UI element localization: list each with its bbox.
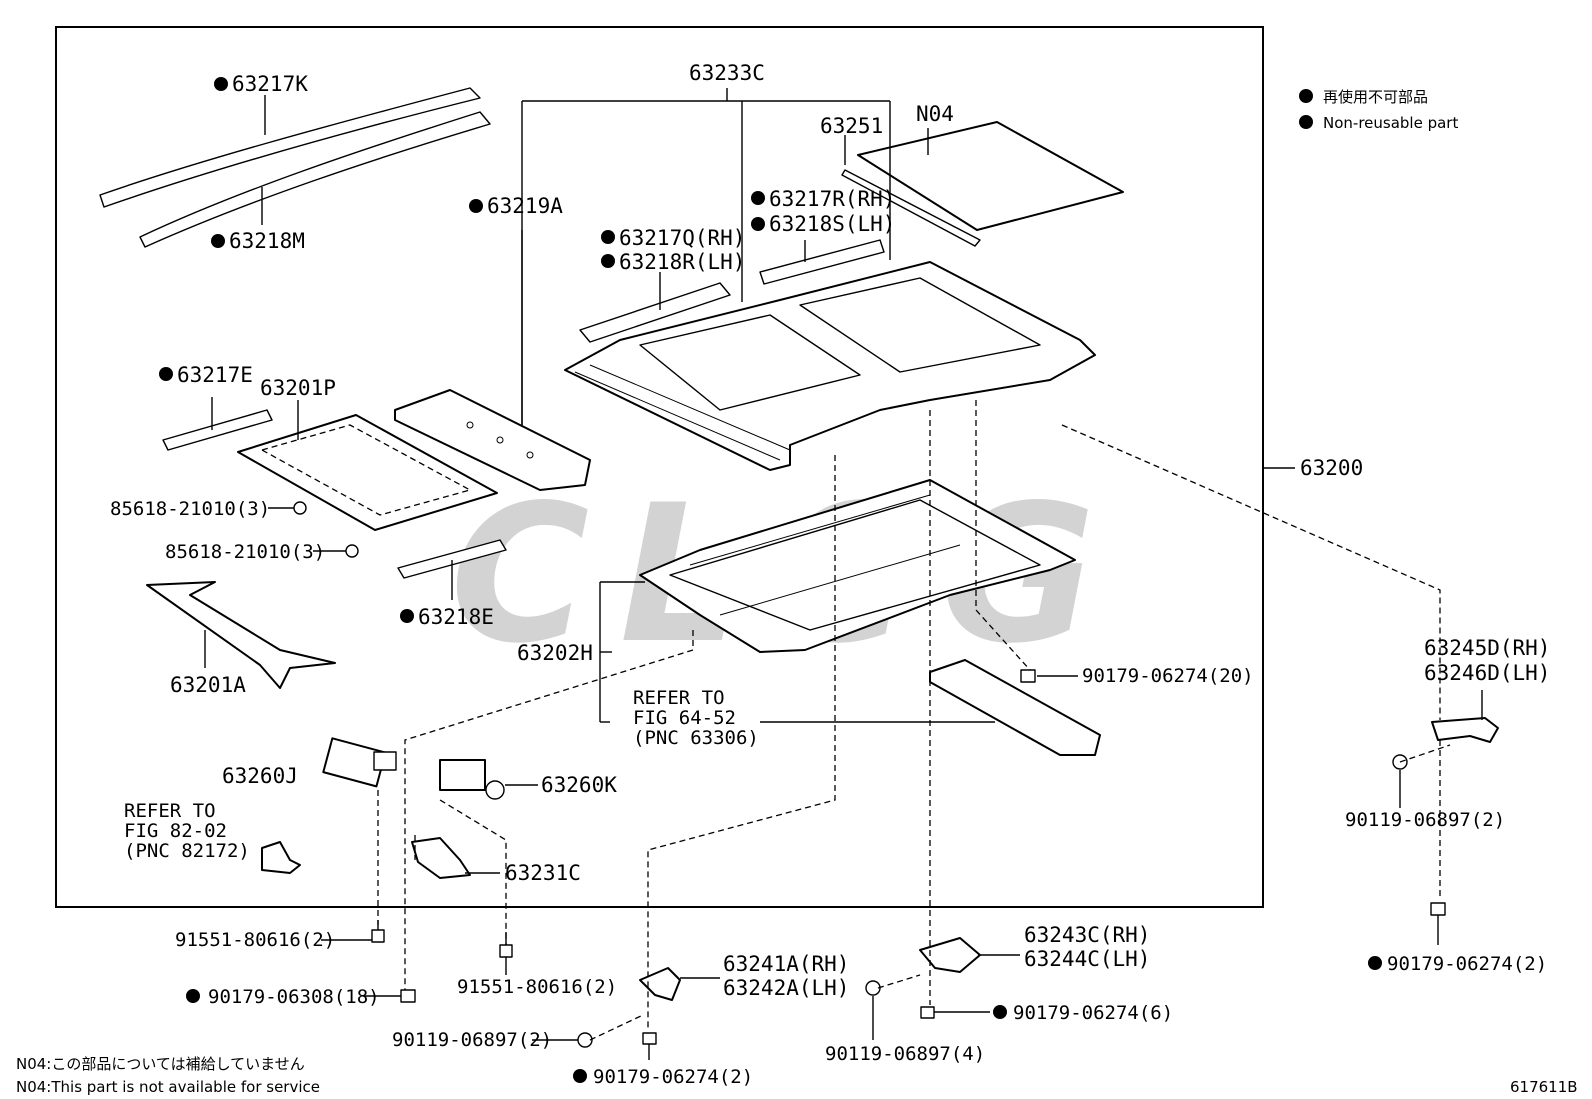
part-63218E-drawing[interactable]	[397, 539, 507, 579]
label-63260K[interactable]: 63260K	[541, 773, 617, 797]
assembly-frame-box	[55, 26, 1264, 908]
label-63244C-LH[interactable]: 63244C(LH)	[1024, 947, 1150, 971]
part-63217E-drawing[interactable]	[162, 409, 273, 451]
label-90179-bottom[interactable]: 90179-06274(2)	[593, 1066, 753, 1088]
non-reusable-markers	[159, 77, 1382, 1083]
footer-notes: N04:この部品については補給していません N04:This part is n…	[16, 1055, 320, 1096]
label-63217Q-RH[interactable]: 63217Q(RH)	[619, 226, 745, 250]
label-90119-bottom[interactable]: 90119-06897(2)	[392, 1029, 552, 1051]
label-63218E[interactable]: 63218E	[418, 605, 494, 629]
nut-90179-20-icon[interactable]	[1020, 669, 1036, 683]
refer-82-02-line3: (PNC 82172)	[124, 840, 250, 862]
part-63245D-bracket-drawing[interactable]	[1431, 717, 1499, 743]
label-91551-middle[interactable]: 91551-80616(2)	[457, 976, 617, 998]
nut-90179-6-icon[interactable]	[920, 1006, 935, 1019]
part-63260K-motor-drawing[interactable]	[439, 759, 505, 800]
label-63260J[interactable]: 63260J	[222, 764, 298, 788]
label-63233C[interactable]: 63233C	[689, 61, 765, 85]
label-90179-6[interactable]: 90179-06274(6)	[1013, 1002, 1173, 1024]
figure-id: 617611B	[1510, 1078, 1578, 1096]
legend-en: Non-reusable part	[1323, 114, 1458, 132]
part-63260J-motor-drawing[interactable]	[322, 737, 397, 788]
label-63217E[interactable]: 63217E	[177, 363, 253, 387]
label-90179-right[interactable]: 90179-06274(2)	[1387, 953, 1547, 975]
label-63231C[interactable]: 63231C	[505, 861, 581, 885]
label-63201P[interactable]: 63201P	[260, 376, 336, 400]
label-63242A-LH[interactable]: 63242A(LH)	[723, 976, 849, 1000]
refer-64-52-line3: (PNC 63306)	[633, 727, 759, 749]
part-63231C-bracket-drawing[interactable]	[411, 837, 471, 879]
legend: 再使用不可部品 Non-reusable part	[1323, 88, 1458, 132]
label-63218S-LH[interactable]: 63218S(LH)	[769, 212, 895, 236]
clip-85618-a-icon[interactable]	[293, 501, 307, 515]
bolt-90119-bottom-icon[interactable]	[577, 1032, 593, 1048]
note-en: N04:This part is not available for servi…	[16, 1078, 320, 1096]
part-63233C-housing-drawing[interactable]	[564, 261, 1096, 471]
label-63241A-RH[interactable]: 63241A(RH)	[723, 952, 849, 976]
part-63217K-drawing[interactable]	[99, 87, 481, 208]
label-85618-a[interactable]: 85618-21010(3)	[110, 498, 270, 520]
clip-85618-b-icon[interactable]	[345, 544, 359, 558]
label-63218M[interactable]: 63218M	[229, 229, 305, 253]
label-63218R-LH[interactable]: 63218R(LH)	[619, 250, 745, 274]
label-85618-b[interactable]: 85618-21010(3)	[165, 541, 325, 563]
note-jp: N04:この部品については補給していません	[16, 1055, 305, 1073]
label-91551-left[interactable]: 91551-80616(2)	[175, 929, 335, 951]
part-63201P-drawing[interactable]	[237, 414, 498, 531]
label-90119-right[interactable]: 90119-06897(2)	[1345, 809, 1505, 831]
label-N04[interactable]: N04	[916, 102, 954, 126]
part-63251-glass-drawing[interactable]	[857, 121, 1124, 231]
label-90119-4[interactable]: 90119-06897(4)	[825, 1043, 985, 1065]
part-63219A-drawing[interactable]	[394, 389, 591, 491]
part-63201A-drawing[interactable]	[146, 581, 336, 689]
nut-90179-06308-icon[interactable]	[400, 989, 416, 1003]
refer-64-52-line2[interactable]: FIG 64-52	[633, 707, 736, 729]
label-63217K[interactable]: 63217K	[232, 72, 308, 96]
label-63251[interactable]: 63251	[820, 114, 883, 138]
part-63241A-bracket-drawing[interactable]	[639, 967, 681, 1001]
refer-64-52-line1: REFER TO	[633, 687, 725, 709]
label-63246D-LH[interactable]: 63246D(LH)	[1424, 661, 1550, 685]
part-63251-seal-drawing[interactable]	[841, 169, 981, 247]
refer-82-02-line2[interactable]: FIG 82-02	[124, 820, 227, 842]
part-63243C-bracket-drawing[interactable]	[919, 937, 981, 973]
label-63202H[interactable]: 63202H	[517, 641, 593, 665]
part-63217Q-strip-drawing[interactable]	[579, 282, 731, 343]
legend-jp: 再使用不可部品	[1323, 88, 1428, 106]
label-63245D-RH[interactable]: 63245D(RH)	[1424, 636, 1550, 660]
part-63202H-frame-drawing[interactable]	[639, 479, 1076, 653]
label-90179-20[interactable]: 90179-06274(20)	[1082, 665, 1254, 687]
nut-90179-bottom-icon[interactable]	[642, 1032, 657, 1045]
nut-90179-right-icon[interactable]	[1430, 902, 1446, 916]
label-63243C-RH[interactable]: 63243C(RH)	[1024, 923, 1150, 947]
bolt-90119-4-icon[interactable]	[865, 980, 881, 996]
leader-lines	[204, 88, 1483, 1060]
assembly-dashed-lines	[377, 400, 1451, 1041]
label-63219A[interactable]: 63219A	[487, 194, 563, 218]
label-90179-06308[interactable]: 90179-06308(18)	[208, 986, 380, 1008]
label-63201A[interactable]: 63201A	[170, 673, 246, 697]
part-63218M-drawing[interactable]	[139, 111, 491, 248]
refer-82-02-line1: REFER TO	[124, 800, 216, 822]
part-82172-hook-drawing[interactable]	[261, 841, 301, 874]
part-63217R-strip-drawing[interactable]	[759, 239, 885, 285]
label-63217R-RH[interactable]: 63217R(RH)	[769, 187, 895, 211]
part-labels: 63233C 63217K 63218M 63219A 63251 N04 63…	[110, 61, 1550, 1088]
label-63200[interactable]: 63200	[1300, 456, 1363, 480]
